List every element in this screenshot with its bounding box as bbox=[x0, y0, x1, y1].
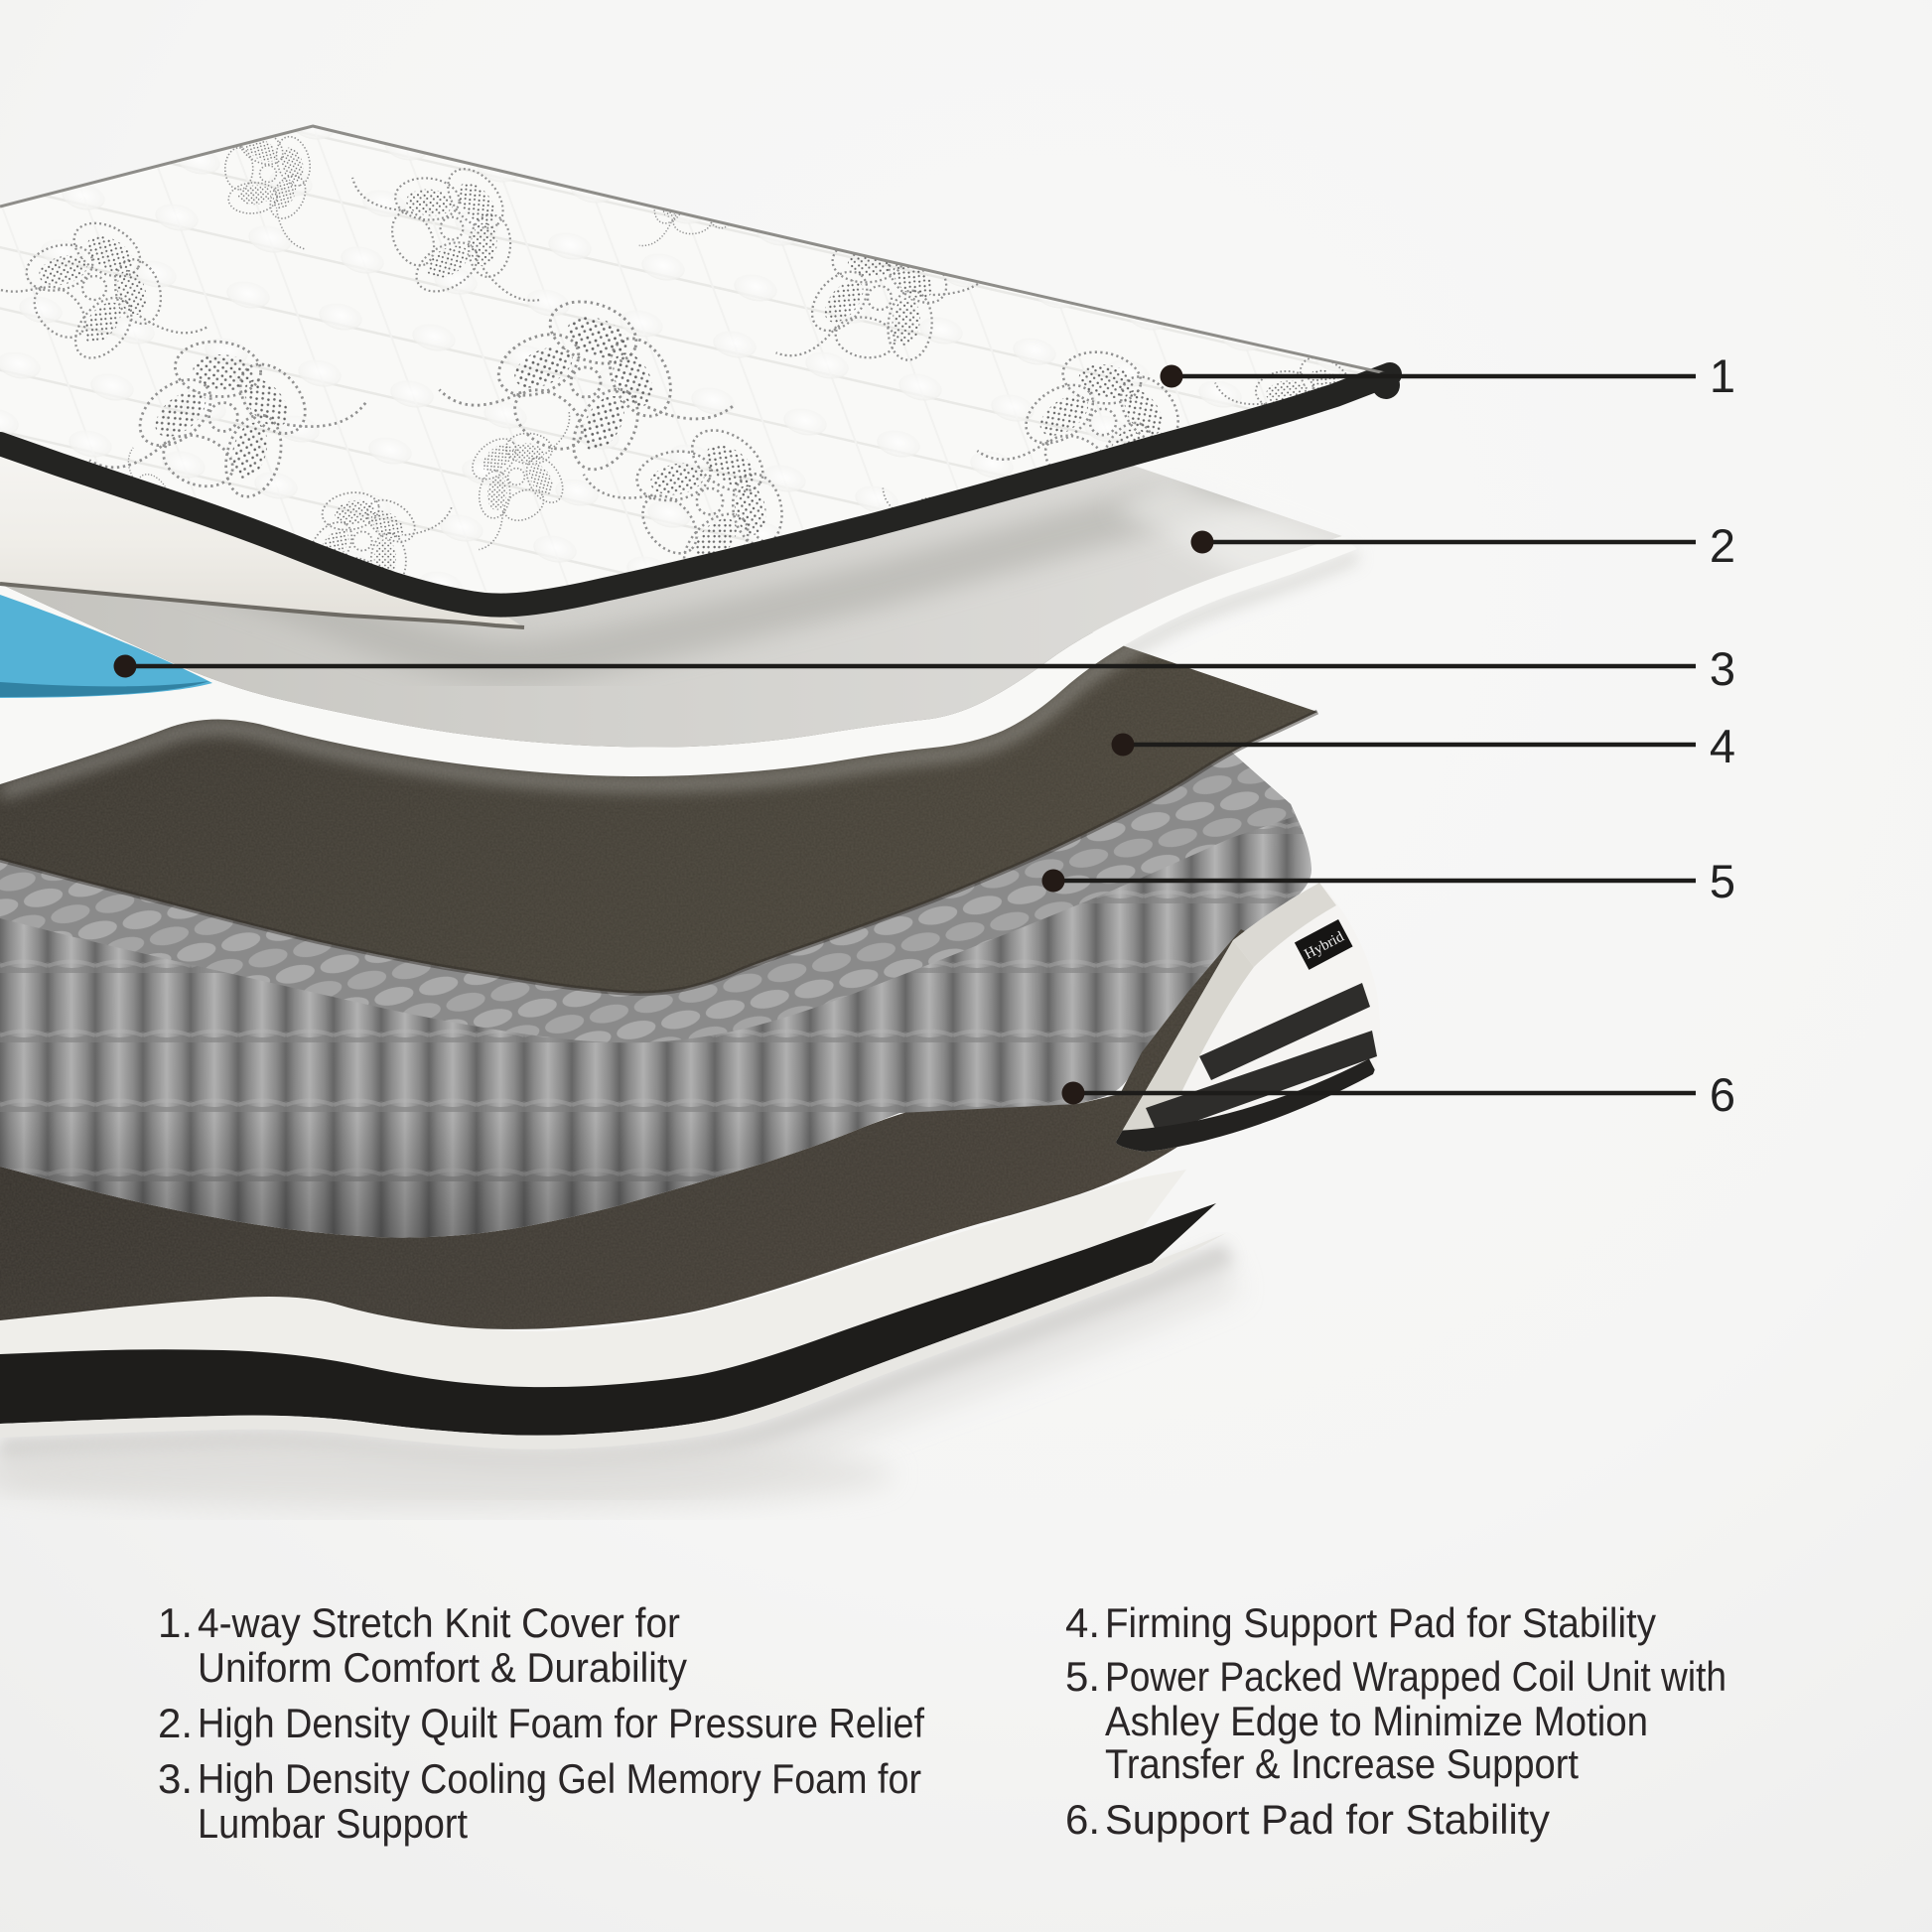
svg-text:6: 6 bbox=[1710, 1068, 1735, 1121]
svg-text:1.: 1. bbox=[158, 1599, 193, 1646]
svg-text:5: 5 bbox=[1710, 855, 1735, 907]
svg-text:2.: 2. bbox=[158, 1700, 193, 1746]
svg-text:6.: 6. bbox=[1065, 1796, 1100, 1843]
svg-text:Power Packed Wrapped Coil Unit: Power Packed Wrapped Coil Unit with bbox=[1105, 1653, 1726, 1700]
svg-text:Uniform Comfort & Durability: Uniform Comfort & Durability bbox=[198, 1644, 687, 1691]
svg-text:5.: 5. bbox=[1065, 1653, 1100, 1700]
svg-text:3: 3 bbox=[1710, 642, 1735, 695]
svg-text:Support Pad for Stability: Support Pad for Stability bbox=[1105, 1796, 1550, 1843]
svg-text:4: 4 bbox=[1710, 720, 1735, 772]
svg-text:Lumbar Support: Lumbar Support bbox=[198, 1800, 468, 1847]
svg-text:1: 1 bbox=[1710, 349, 1735, 402]
svg-text:High Density Cooling Gel Memor: High Density Cooling Gel Memory Foam for bbox=[198, 1755, 921, 1802]
svg-text:2: 2 bbox=[1710, 519, 1735, 572]
svg-text:4.: 4. bbox=[1065, 1599, 1100, 1646]
svg-text:Transfer & Increase Support: Transfer & Increase Support bbox=[1105, 1740, 1579, 1787]
svg-text:High Density Quilt Foam for Pr: High Density Quilt Foam for Pressure Rel… bbox=[198, 1700, 924, 1746]
svg-text:3.: 3. bbox=[158, 1755, 193, 1802]
svg-text:4-way Stretch Knit Cover for: 4-way Stretch Knit Cover for bbox=[198, 1599, 680, 1646]
svg-text:Firming Support Pad for Stabil: Firming Support Pad for Stability bbox=[1105, 1599, 1656, 1646]
svg-text:Ashley Edge to Minimize Motion: Ashley Edge to Minimize Motion bbox=[1105, 1698, 1648, 1744]
